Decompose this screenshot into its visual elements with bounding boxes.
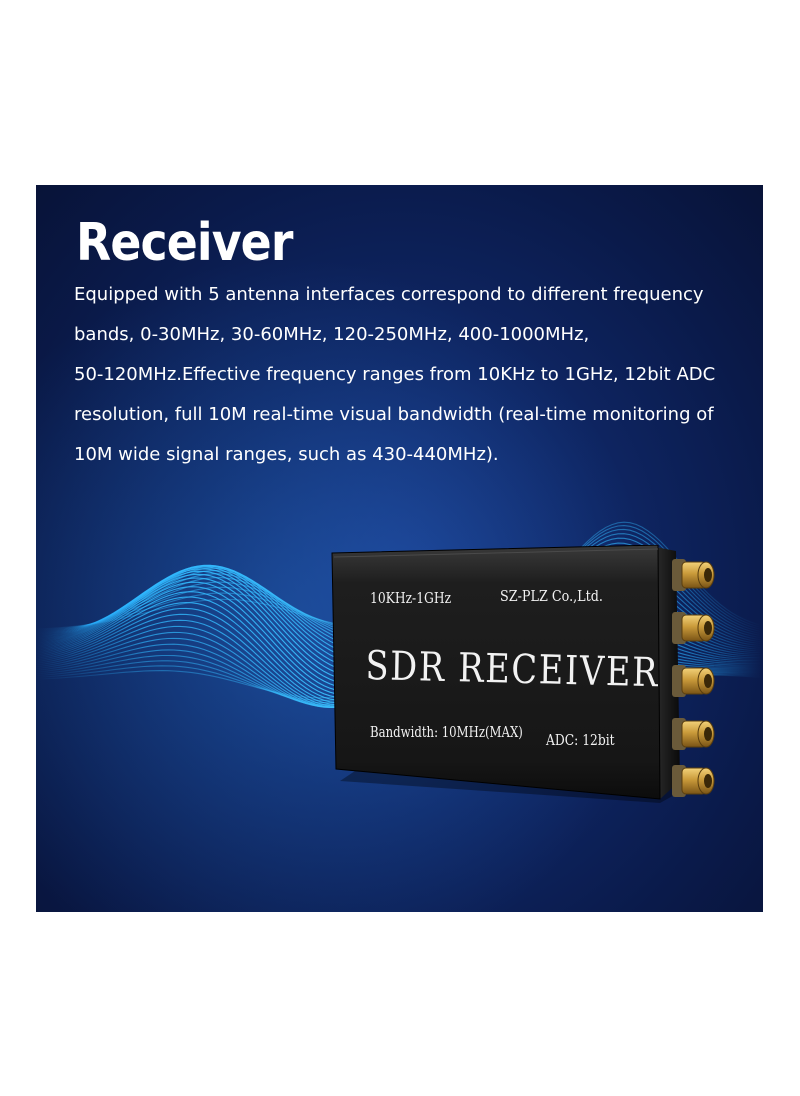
manufacturer-label: SZ-PLZ Co.,Ltd. [500,587,603,605]
description-line: 50-120MHz.Effective frequency ranges fro… [74,364,716,385]
sma-connector [672,559,715,591]
bandwidth-label: Bandwidth: 10MHz(MAX) [370,723,523,741]
description-line: bands, 0-30MHz, 30-60MHz, 120-250MHz, 40… [74,324,590,345]
sdr-receiver-device: 10KHz-1GHz SZ-PLZ Co.,Ltd. SDR RECEIVER … [324,545,724,805]
frequency-range-label: 10KHz-1GHz [370,589,452,607]
description-line: resolution, full 10M real-time visual ba… [74,404,714,425]
product-banner: Receiver Equipped with 5 antenna interfa… [36,185,763,912]
device-name-label: SDR RECEIVER [365,643,660,697]
antenna-connectors [672,559,715,797]
sma-connector [672,765,715,797]
sma-connector [672,718,715,750]
device-body [331,545,661,800]
description-line: Equipped with 5 antenna interfaces corre… [74,284,704,305]
adc-resolution-label: ADC: 12bit [546,731,615,749]
sma-connector [672,665,715,697]
banner-title: Receiver [76,213,293,273]
banner-description: Equipped with 5 antenna interfaces corre… [74,275,734,475]
description-line: 10M wide signal ranges, such as 430-440M… [74,444,499,465]
sma-connector [672,612,715,644]
